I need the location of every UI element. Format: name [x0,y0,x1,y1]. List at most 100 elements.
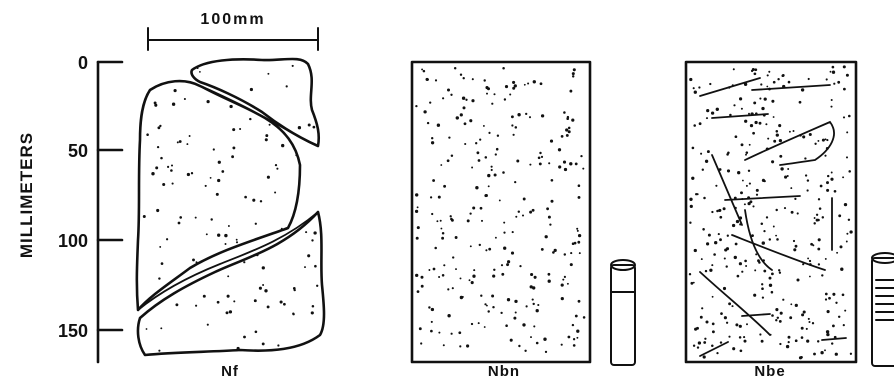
stipple-dot [832,293,835,296]
stipple-dot [305,231,307,233]
stipple-dot [780,167,783,170]
stipple-dot [207,100,210,103]
stipple-dot [760,83,762,85]
stipple-dot [450,215,452,217]
stipple-dot [744,120,747,123]
stipple-dot [776,130,779,133]
stipple-dot [771,291,774,294]
stipple-dot [484,326,486,328]
panel-label-nf: Nf [221,363,239,378]
stipple-dot [749,183,751,185]
stipple-dot [195,217,197,219]
stipple-dot [818,263,820,265]
stipple-dot [225,243,227,245]
stipple-dot [753,101,756,104]
stipple-dot [229,310,232,313]
stipple-dot [476,151,479,154]
stipple-dot [455,236,458,239]
stipple-dot [712,330,715,333]
stipple-dot [505,85,508,88]
stipple-dot [463,106,466,109]
stipple-dot [511,252,514,255]
stipple-dot [537,304,539,306]
stipple-dot [820,185,823,188]
stipple-dot [756,194,758,196]
stipple-dot [775,209,777,211]
nbe-channel [742,314,770,316]
stipple-dot [550,200,553,203]
stipple-dot [705,270,707,272]
stipple-dot [744,340,747,343]
stipple-dot [759,122,762,125]
stipple-dot [709,83,711,85]
stipple-dot [563,161,566,164]
stipple-dot [846,156,848,158]
stipple-dot [541,156,543,158]
stipple-dot [689,198,692,201]
stipple-dot [171,164,173,166]
stipple-dot [701,258,703,260]
stipple-dot [718,233,720,235]
stipple-dot [576,337,578,339]
nbe-channel [745,122,834,165]
stipple-dot [784,176,787,179]
stipple-dot [567,283,569,285]
stipple-dot [158,350,160,352]
stipple-dot [739,97,742,100]
stipple-dot [513,317,516,320]
stipple-dot [496,148,499,151]
tick-label-0: 0 [78,53,88,73]
stipple-dot [849,230,852,233]
stipple-dot [712,323,715,326]
stipple-dot [733,104,735,106]
stipple-dot [731,305,733,307]
stipple-dot [728,336,730,338]
stipple-dot [472,78,474,80]
stipple-dot [485,194,488,197]
stipple-dot [835,353,838,356]
stipple-dot [836,252,838,254]
stipple-dot [239,128,241,130]
stipple-dot [262,266,265,269]
stipple-dot [216,193,219,196]
stipple-dot [526,305,528,307]
stipple-dot [573,68,576,71]
stipple-dot [536,309,539,312]
stipple-dot [777,317,779,319]
stipple-dot [746,323,748,325]
stipple-dot [833,83,835,85]
stipple-dot [504,98,506,100]
stipple-dot [421,285,424,288]
stipple-dot [761,287,764,290]
stipple-dot [441,237,444,240]
stipple-dot [479,244,481,246]
stipple-dot [415,210,418,213]
stipple-dot [308,124,311,127]
stipple-dot [447,288,449,290]
stipple-dot [462,97,465,100]
stipple-dot [156,209,159,212]
stipple-dot [480,207,483,210]
stipple-dot [191,172,193,174]
stipple-dot [789,131,791,133]
stipple-dot [267,305,270,308]
tick-label-150: 150 [58,321,88,341]
panel-nbe: Nbe [686,62,894,378]
stipple-dot [415,274,418,277]
stipple-dot [711,344,714,347]
stipple-dot [583,316,586,319]
stipple-dot [316,285,318,287]
stipple-dot [832,66,835,69]
stipple-dot [809,260,811,262]
stipple-dot [763,230,765,232]
nbe-channel [712,114,768,118]
stipple-dot [488,248,491,251]
stipple-dot [806,328,808,330]
stipple-dot [804,157,806,159]
stipple-dot [844,310,846,312]
stipple-dot [533,80,536,83]
stipple-dot [733,68,735,70]
stipple-dot [471,99,474,102]
stipple-dot [429,101,431,103]
stipple-dot [724,257,726,259]
